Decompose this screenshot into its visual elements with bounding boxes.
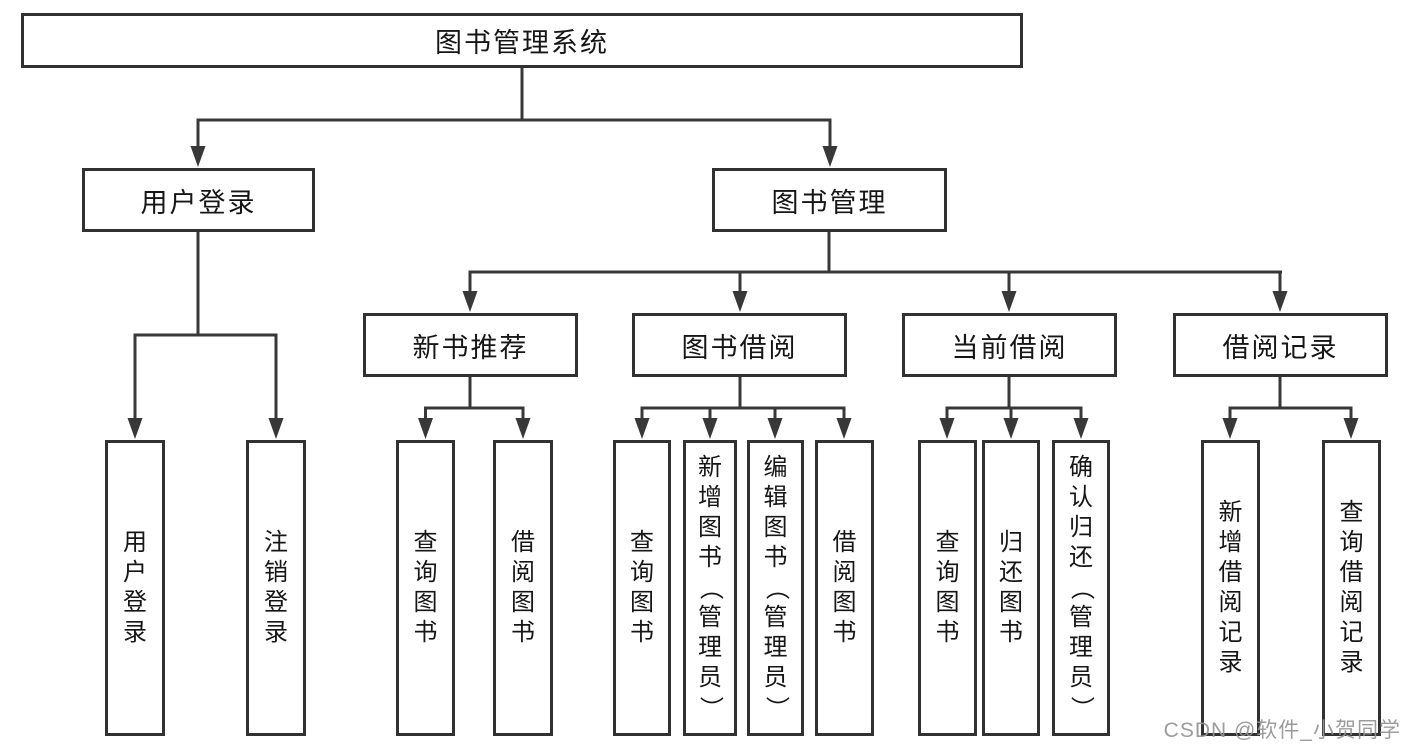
node-book-borrow: 图书借阅 [632,313,847,377]
leaf-logout: 注销登录 [246,440,306,736]
connector-user-login [127,232,284,439]
leaf-confirm-return-admin-label: 确认归还（管理员） [1068,454,1095,720]
node-borrow-record-label: 借阅记录 [1222,332,1339,363]
leaf-user-login: 用户登录 [105,440,165,736]
leaf-logout-label: 注销登录 [264,529,288,646]
leaf-borrow-borrow-book: 借阅图书 [815,440,874,736]
leaf-newrec-query-book: 查询图书 [396,440,455,736]
node-current-borrow: 当前借阅 [902,313,1117,377]
leaf-borrow-query-book-label: 查询图书 [630,529,654,646]
leaf-return-book-label: 归还图书 [999,529,1023,646]
node-current-borrow-label: 当前借阅 [951,332,1068,363]
node-root: 图书管理系统 [21,13,1023,68]
connector-book-mgmt [462,232,1288,312]
node-new-book-rec: 新书推荐 [363,313,578,377]
leaf-user-login-label: 用户登录 [123,529,147,646]
node-book-mgmt-label: 图书管理 [771,187,888,218]
node-borrow-record: 借阅记录 [1173,313,1388,377]
node-new-book-rec-label: 新书推荐 [412,332,529,363]
leaf-edit-book-admin-label: 编辑图书（管理员） [762,454,790,720]
leaf-newrec-query-book-label: 查询图书 [413,529,438,646]
leaf-newrec-borrow-book: 借阅图书 [493,440,553,736]
leaf-return-book: 归还图书 [982,440,1040,736]
leaf-confirm-return-admin: 确认归还（管理员） [1052,440,1110,736]
connector-current-borrow [939,377,1089,439]
leaf-edit-book-admin: 编辑图书（管理员） [747,440,804,736]
connector-root [190,68,838,167]
node-user-login: 用户登录 [82,168,315,232]
node-user-login-label: 用户登录 [140,187,257,218]
leaf-borrow-borrow-book-label: 借阅图书 [832,529,857,646]
leaf-query-borrow-record: 查询借阅记录 [1322,440,1381,736]
connector-borrow-record [1222,377,1359,439]
leaf-newrec-borrow-book-label: 借阅图书 [511,529,535,646]
leaf-query-borrow-record-label: 查询借阅记录 [1339,499,1364,676]
leaf-add-book-admin: 新增图书（管理员） [683,440,737,736]
leaf-add-borrow-record-label: 新增借阅记录 [1218,499,1243,676]
leaf-current-query-book-label: 查询图书 [935,529,960,646]
csdn-watermark: CSDN @软件_小贺同学 [1163,719,1401,742]
leaf-borrow-query-book: 查询图书 [613,440,671,736]
leaf-add-borrow-record: 新增借阅记录 [1201,440,1260,736]
node-book-borrow-label: 图书借阅 [681,332,798,363]
leaf-add-book-admin-label: 新增图书（管理员） [697,454,724,720]
connector-new-book [418,377,531,439]
leaf-current-query-book: 查询图书 [918,440,977,736]
node-root-label: 图书管理系统 [435,28,609,58]
node-book-mgmt: 图书管理 [712,168,947,232]
connector-book-borrow [634,377,852,439]
